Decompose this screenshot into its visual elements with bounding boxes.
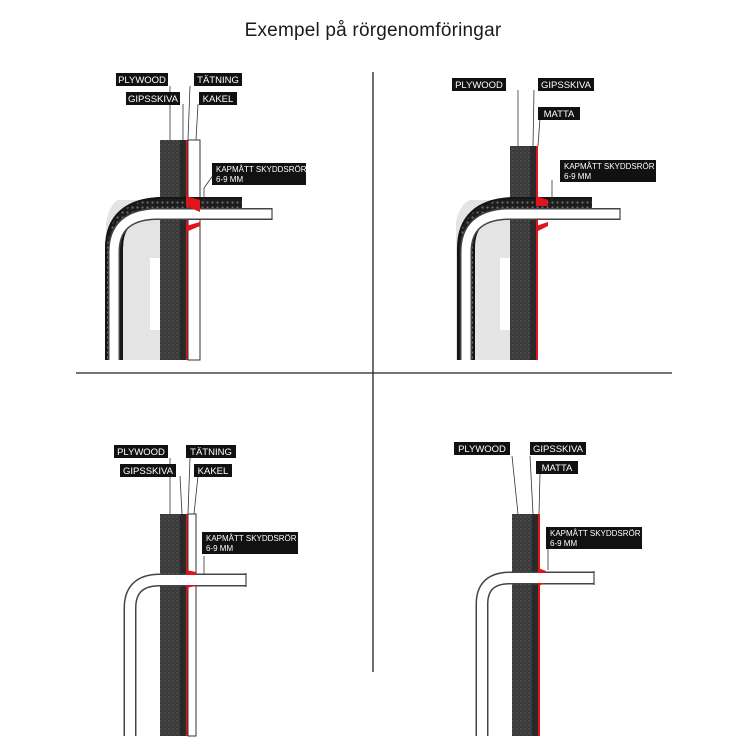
label-gipsskiva: GIPSSKIVA	[541, 80, 592, 91]
note-cut-length: KAPMÅTT SKYDDSRÖR	[564, 162, 655, 171]
label-plywood: PLYWOOD	[455, 80, 503, 91]
note-cut-length: KAPMÅTT SKYDDSRÖR	[216, 165, 307, 174]
sealant-layer	[186, 140, 188, 360]
plywood-layer	[160, 140, 180, 360]
gypsum-layer	[180, 514, 186, 736]
panel-1: PLYWOOD GIPSSKIVA TÄTNING KAKEL KAPMÅTT …	[105, 73, 307, 361]
label-kakel: KAKEL	[198, 466, 229, 477]
sealant-bead	[538, 568, 546, 573]
label-matta: MATTA	[544, 109, 575, 120]
label-tatning: TÄTNING	[190, 447, 232, 458]
sealant-layer	[186, 514, 188, 736]
plywood-layer	[512, 514, 532, 736]
panel-2: PLYWOOD GIPSSKIVA MATTA KAPMÅTT SKYDDSRÖ…	[452, 78, 656, 360]
note-cut-range: 6-9 MM	[206, 544, 233, 553]
gypsum-layer	[532, 514, 538, 736]
label-plywood: PLYWOOD	[118, 75, 166, 86]
mat-layer	[536, 146, 538, 360]
label-plywood: PLYWOOD	[458, 444, 506, 455]
note-cut-range: 6-9 MM	[550, 539, 577, 548]
gypsum-layer	[180, 140, 186, 360]
note-cut-length: KAPMÅTT SKYDDSRÖR	[206, 534, 297, 543]
label-gipsskiva: GIPSSKIVA	[123, 466, 174, 477]
mat-layer	[538, 514, 540, 736]
label-plywood: PLYWOOD	[117, 447, 165, 458]
label-tatning: TÄTNING	[197, 75, 239, 86]
tile-layer	[187, 513, 197, 737]
plywood-layer	[160, 514, 180, 736]
label-gipsskiva: GIPSSKIVA	[533, 444, 584, 455]
sealant-bead	[186, 196, 200, 212]
tile-layer	[187, 139, 201, 361]
sealant-bead	[186, 570, 196, 575]
note-cut-range: 6-9 MM	[216, 175, 243, 184]
label-kakel: KAKEL	[203, 94, 234, 105]
panel-4: PLYWOOD GIPSSKIVA MATTA KAPMÅTT SKYDDSRÖ…	[454, 442, 642, 736]
gypsum-layer	[530, 146, 536, 360]
sealant-bead	[536, 196, 548, 206]
note-cut-range: 6-9 MM	[564, 172, 591, 181]
page-title: Exempel på rörgenomföringar	[244, 20, 502, 41]
plywood-layer	[510, 146, 530, 360]
note-cut-length: KAPMÅTT SKYDDSRÖR	[550, 529, 641, 538]
label-matta: MATTA	[542, 463, 573, 474]
label-gipsskiva: GIPSSKIVA	[128, 94, 179, 105]
panel-3: PLYWOOD GIPSSKIVA TÄTNING KAKEL KAPMÅTT …	[114, 445, 298, 737]
